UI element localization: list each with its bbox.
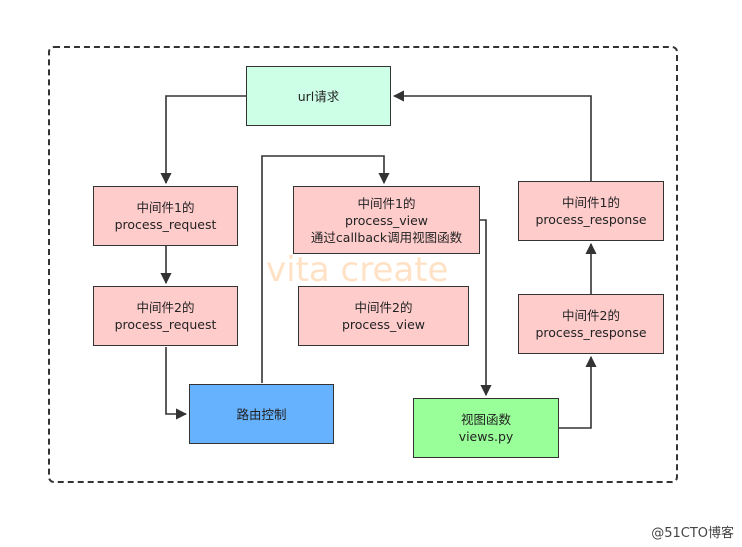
node-label-line2: views.py [458,429,514,444]
arrow-mw1-response-to-url [392,90,592,181]
node-label: 路由控制 [236,406,287,422]
node-mw2-process-view: 中间件2的 process_view [298,286,469,346]
node-url-request: url请求 [246,66,391,126]
watermark-text: vita create [266,250,449,290]
node-routing: 路由控制 [189,384,334,444]
node-label-line1: 中间件2的 [136,300,195,315]
node-label-line2: process_view [341,317,426,332]
node-label-line2: process_request [114,317,217,332]
node-label-line2: process_response [535,212,647,227]
node-mw2-process-request: 中间件2的 process_request [93,286,238,346]
arrow-mw1-view-to-view-func [480,219,492,397]
node-label-line1: 中间件2的 [354,300,413,315]
arrow-mw2-request-to-routing [165,347,188,420]
node-mw1-process-view: 中间件1的 process_view 通过callback调用视图函数 [293,186,480,254]
node-label-line1: 中间件1的 [357,195,416,211]
node-mw1-process-response: 中间件1的 process_response [518,181,664,241]
node-label-line2: process_request [114,217,217,232]
node-label-line1: 中间件1的 [562,195,620,210]
node-label-line1: 中间件1的 [136,200,195,215]
node-mw2-process-response: 中间件2的 process_response [518,294,664,354]
node-mw1-process-request: 中间件1的 process_request [93,186,238,246]
node-view-function: 视图函数 views.py [413,398,559,458]
node-label-line1: 视图函数 [460,412,511,427]
node-label-line1: 中间件2的 [562,308,620,323]
node-label-line3: 通过callback调用视图函数 [310,229,463,245]
node-label: url请求 [297,88,340,104]
node-label-line2: process_response [535,325,647,340]
dashed-boundary [48,46,678,483]
arrow-view-func-to-mw2-response [559,355,597,429]
source-credit: @51CTO博客 [651,526,734,541]
arrow-url-to-mw1-request [160,95,246,185]
node-label-line2: process_view [344,212,429,228]
arrow-routing-to-mw1-view [261,155,390,383]
